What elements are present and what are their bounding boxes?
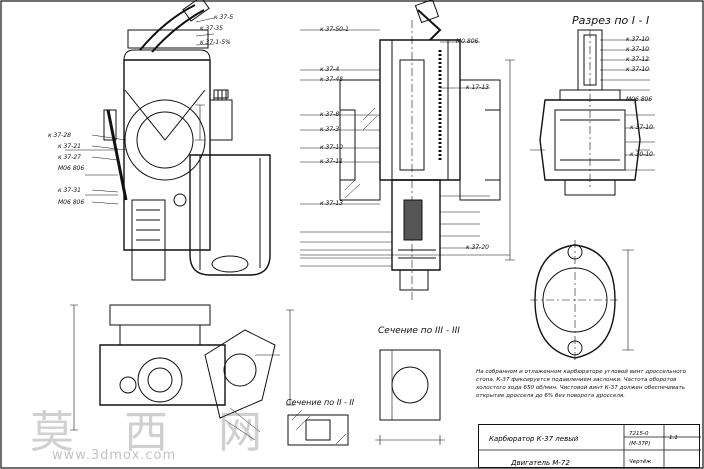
label-k37-21: к 37-21 (58, 143, 81, 150)
title-block-code-2: (М-37Р) (629, 441, 651, 447)
label-k37-35: к 37-35 (200, 25, 223, 32)
leader-lines (91, 17, 655, 441)
label-k37-8: к 37-8 (320, 111, 340, 118)
section-2-detail (287, 409, 349, 446)
label-k37-3: к 37-3 (320, 126, 340, 133)
title-block-engine: Двигатель М-72 (511, 459, 570, 467)
label-right-7: к 30-10 (630, 151, 653, 158)
label-m06-806-a: М06 806 (58, 165, 85, 172)
title-block-sheet: Чертёж (629, 459, 652, 465)
label-k37-10: к 37-10 (320, 144, 343, 151)
label-k37-11: к 37-11 (320, 158, 343, 165)
title-block: Карбюратор К-37 левый Двигатель М-72 721… (478, 424, 701, 469)
label-k37-28: к 37-28 (48, 132, 71, 139)
label-right-4: к 37-10 (626, 66, 649, 73)
lower-plan-view (70, 304, 294, 431)
label-k37-50-1: к 37-50-1 (320, 26, 349, 33)
watermark-logo: 莫 西 网 (30, 407, 280, 458)
label-right-1: к 37-10 (626, 36, 649, 43)
label-k37-13: к 37-13 (320, 200, 343, 207)
label-right-6: к 37-10 (630, 124, 653, 131)
label-k37-20: к 37-20 (466, 244, 489, 251)
label-k37-27: к 37-27 (58, 154, 81, 161)
label-k37-5: к 37-5 (214, 14, 234, 21)
section-1-title: Разрез по I - I (572, 14, 650, 27)
flange-plate (530, 240, 634, 362)
section-3-title: Сечение по II - II (286, 398, 355, 407)
assembly-note: На собранном и отлаженном карбюраторе уг… (476, 369, 687, 399)
label-k37-48: к 37-48 (320, 76, 343, 83)
title-block-code-1: 7215-0 (629, 431, 649, 437)
section-3-detail (375, 349, 445, 445)
label-k37-31: к 37-31 (58, 187, 81, 194)
label-right-3: к 37-12 (626, 56, 649, 63)
label-k17-13: к 17-13 (466, 84, 489, 91)
label-k37-4: к 37-4 (320, 66, 340, 73)
label-m0-806: М0 806 (456, 38, 479, 45)
title-block-grid (479, 425, 701, 469)
left-elevation-view (65, 0, 271, 281)
label-right-5: М06 806 (626, 96, 653, 103)
title-block-name: Карбюратор К-37 левый (489, 435, 579, 443)
watermark-url: www.3dmox.com (52, 448, 177, 463)
label-k37-1-5: к 37-1-5% (200, 39, 231, 46)
label-m06-806-b: М06 806 (58, 199, 85, 206)
section-2-title: Сечение по III - III (378, 326, 460, 336)
middle-section-view (300, 0, 515, 300)
label-right-2: к 37-10 (626, 46, 649, 53)
title-block-scale: 1:1 (669, 435, 678, 441)
